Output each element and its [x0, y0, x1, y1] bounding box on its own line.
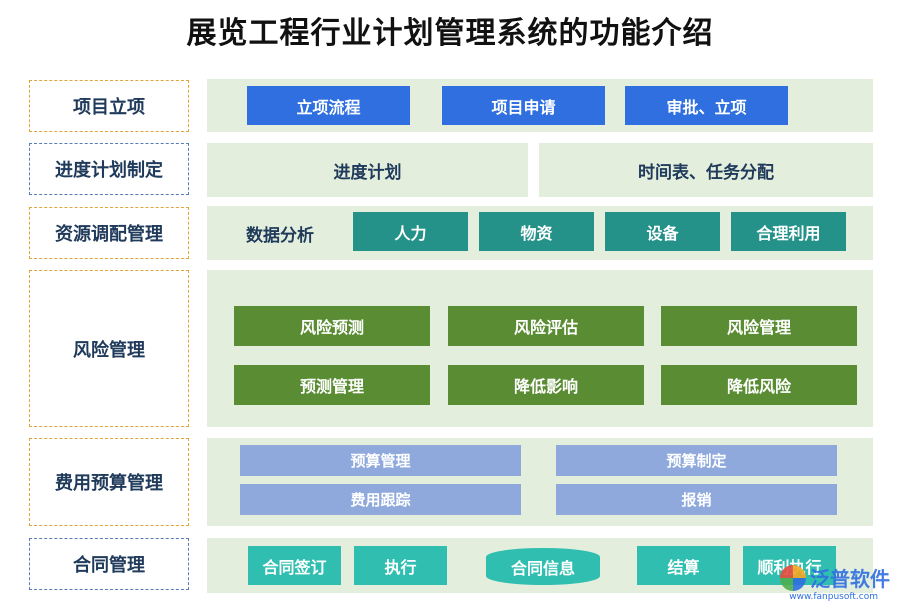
- box-risk-manage: 风险管理: [661, 306, 857, 346]
- row-label-schedule: 进度计划制定: [29, 143, 189, 195]
- row-label-contract: 合同管理: [29, 538, 189, 590]
- page-title: 展览工程行业计划管理系统的功能介绍: [186, 16, 714, 51]
- panel-schedule-left: 进度计划: [207, 143, 528, 197]
- box-budget-make: 预算制定: [556, 445, 837, 476]
- row-label-budget: 费用预算管理: [29, 438, 189, 526]
- box-resource-people: 人力: [353, 212, 468, 251]
- box-contract-sign: 合同签订: [248, 546, 341, 585]
- box-risk-forecast-manage: 预测管理: [234, 365, 430, 405]
- watermark-logo: 泛普软件: [780, 563, 890, 592]
- box-project-approve: 审批、立项: [625, 86, 788, 125]
- box-risk-reduce-impact: 降低影响: [448, 365, 644, 405]
- box-risk-assess: 风险评估: [448, 306, 644, 346]
- row-label-project: 项目立项: [29, 80, 189, 132]
- box-contract-settle: 结算: [637, 546, 730, 585]
- panel-budget: 预算管理 预算制定 费用跟踪 报销: [207, 438, 873, 526]
- box-project-flow: 立项流程: [247, 86, 410, 125]
- panel-risk: 风险预测 风险评估 风险管理 预测管理 降低影响 降低风险: [207, 270, 873, 427]
- watermark-brand: 泛普软件: [810, 567, 890, 591]
- row-label-risk: 风险管理: [29, 270, 189, 427]
- brand-logo-icon: [780, 564, 806, 591]
- box-budget-manage: 预算管理: [240, 445, 521, 476]
- box-risk-forecast: 风险预测: [234, 306, 430, 346]
- panel-resource: 数据分析 人力 物资 设备 合理利用: [207, 206, 873, 260]
- watermark-url: www.fanpusoft.com: [789, 592, 878, 602]
- box-budget-reimburse: 报销: [556, 484, 837, 515]
- box-contract-info: 合同信息: [486, 548, 600, 585]
- text-schedule-timetable: 时间表、任务分配: [638, 162, 774, 183]
- box-resource-materials: 物资: [479, 212, 594, 251]
- panel-project: 立项流程 项目申请 审批、立项: [207, 79, 873, 132]
- box-resource-utilization: 合理利用: [731, 212, 846, 251]
- row-label-resource: 资源调配管理: [29, 207, 189, 259]
- box-resource-equipment: 设备: [605, 212, 720, 251]
- box-project-apply: 项目申请: [442, 86, 605, 125]
- box-contract-execute: 执行: [354, 546, 447, 585]
- panel-contract: 合同签订 执行 合同信息 结算 顺利执行: [207, 538, 873, 593]
- box-risk-reduce-risk: 降低风险: [661, 365, 857, 405]
- box-budget-track: 费用跟踪: [240, 484, 521, 515]
- text-schedule-plan: 进度计划: [333, 162, 402, 183]
- panel-schedule-right: 时间表、任务分配: [539, 143, 873, 197]
- text-data-analysis: 数据分析: [246, 225, 314, 246]
